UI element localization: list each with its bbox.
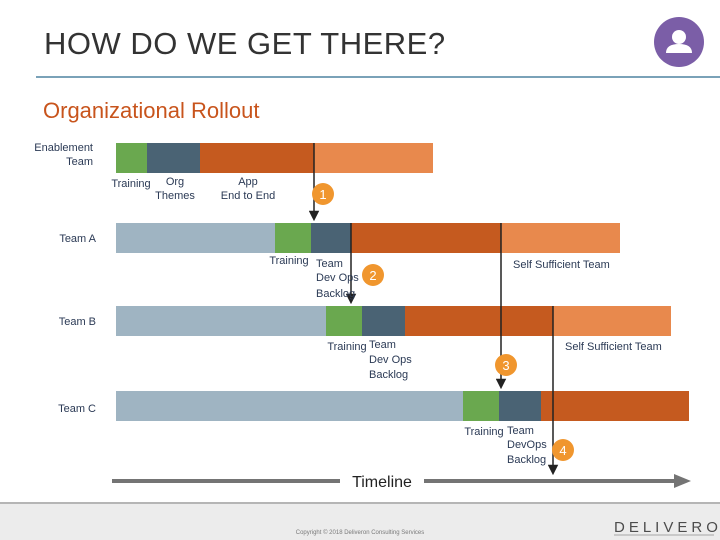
logo-underline — [614, 534, 714, 536]
row-label-enablement-2: Team — [66, 156, 93, 168]
row-label-team-a: Team A — [59, 233, 96, 245]
team-c-devops-label: DevOps — [507, 439, 547, 451]
row-label-team-b: Team B — [59, 316, 96, 328]
team-c-training-label: Training — [464, 426, 503, 438]
team-a-self-label: Self Sufficient Team — [513, 259, 610, 271]
enablement-self-segment — [314, 143, 433, 173]
company-logo: DELIVERON — [614, 519, 720, 536]
team-b-build-segment — [405, 306, 553, 336]
step-badge-1: 1 — [312, 183, 334, 205]
step-badge-3-number: 3 — [502, 358, 509, 373]
team-a-training-segment — [275, 223, 311, 253]
team-b-training-segment — [326, 306, 362, 336]
team-b-team-label: Team — [369, 339, 396, 351]
footer-band — [0, 504, 720, 540]
timeline-arrowhead — [674, 474, 691, 488]
team-c-backlog-label: Backlog — [507, 454, 546, 466]
step-badge-4: 4 — [552, 439, 574, 461]
slide-title: HOW DO WE GET THERE? — [44, 26, 446, 61]
enablement-org-label: Org — [166, 176, 184, 188]
step-badge-2: 2 — [362, 264, 384, 286]
enablement-build-segment — [200, 143, 314, 173]
team-b-self-segment — [553, 306, 671, 336]
team-b-devops-label: Dev Ops — [369, 354, 412, 366]
enablement-training-segment — [116, 143, 147, 173]
enablement-training-label: Training — [111, 178, 150, 190]
team-a-waiting-segment — [116, 223, 275, 253]
team-b-self-label: Self Sufficient Team — [565, 341, 662, 353]
enablement-themes-label: Themes — [155, 190, 195, 202]
team-b-backlog-label: Backlog — [369, 369, 408, 381]
row-label-enablement-1: Enablement — [34, 142, 93, 154]
enablement-app-label: App — [238, 176, 258, 188]
enablement-end-to-end-label: End to End — [221, 190, 275, 202]
step-badge-2-number: 2 — [369, 268, 376, 283]
team-b-training-label: Training — [327, 341, 366, 353]
team-c-team-label: Team — [507, 425, 534, 437]
team-c-training-segment — [463, 391, 499, 421]
row-label-team-c: Team C — [58, 403, 96, 415]
section-subtitle: Organizational Rollout — [43, 98, 260, 123]
team-a-devops-label: Dev Ops — [316, 272, 359, 284]
team-a-training-label: Training — [269, 255, 308, 267]
avatar[interactable] — [654, 17, 704, 67]
footer-copyright: Copyright © 2018 Deliveron Consulting Se… — [295, 530, 425, 536]
team-a-build-segment — [351, 223, 501, 253]
team-a-team-label: Team — [316, 258, 343, 270]
step-badge-1-number: 1 — [319, 187, 326, 202]
step-badge-4-number: 4 — [559, 443, 566, 458]
timeline-label: Timeline — [352, 474, 412, 491]
team-a-backlog-segment — [311, 223, 351, 253]
team-a-self-segment — [501, 223, 620, 253]
team-c-backlog-segment — [499, 391, 541, 421]
team-c-waiting-segment — [116, 391, 463, 421]
title-divider — [36, 76, 720, 78]
user-icon — [666, 30, 692, 53]
step-badge-3: 3 — [495, 354, 517, 376]
team-a-backlog-label: Backlog — [316, 288, 355, 300]
team-b-waiting-segment — [116, 306, 326, 336]
rollout-diagram: Enablement Team Team A Team B Team C Tra… — [34, 142, 691, 491]
team-c-build-segment — [541, 391, 689, 421]
team-b-backlog-segment — [362, 306, 405, 336]
enablement-themes-segment — [147, 143, 200, 173]
